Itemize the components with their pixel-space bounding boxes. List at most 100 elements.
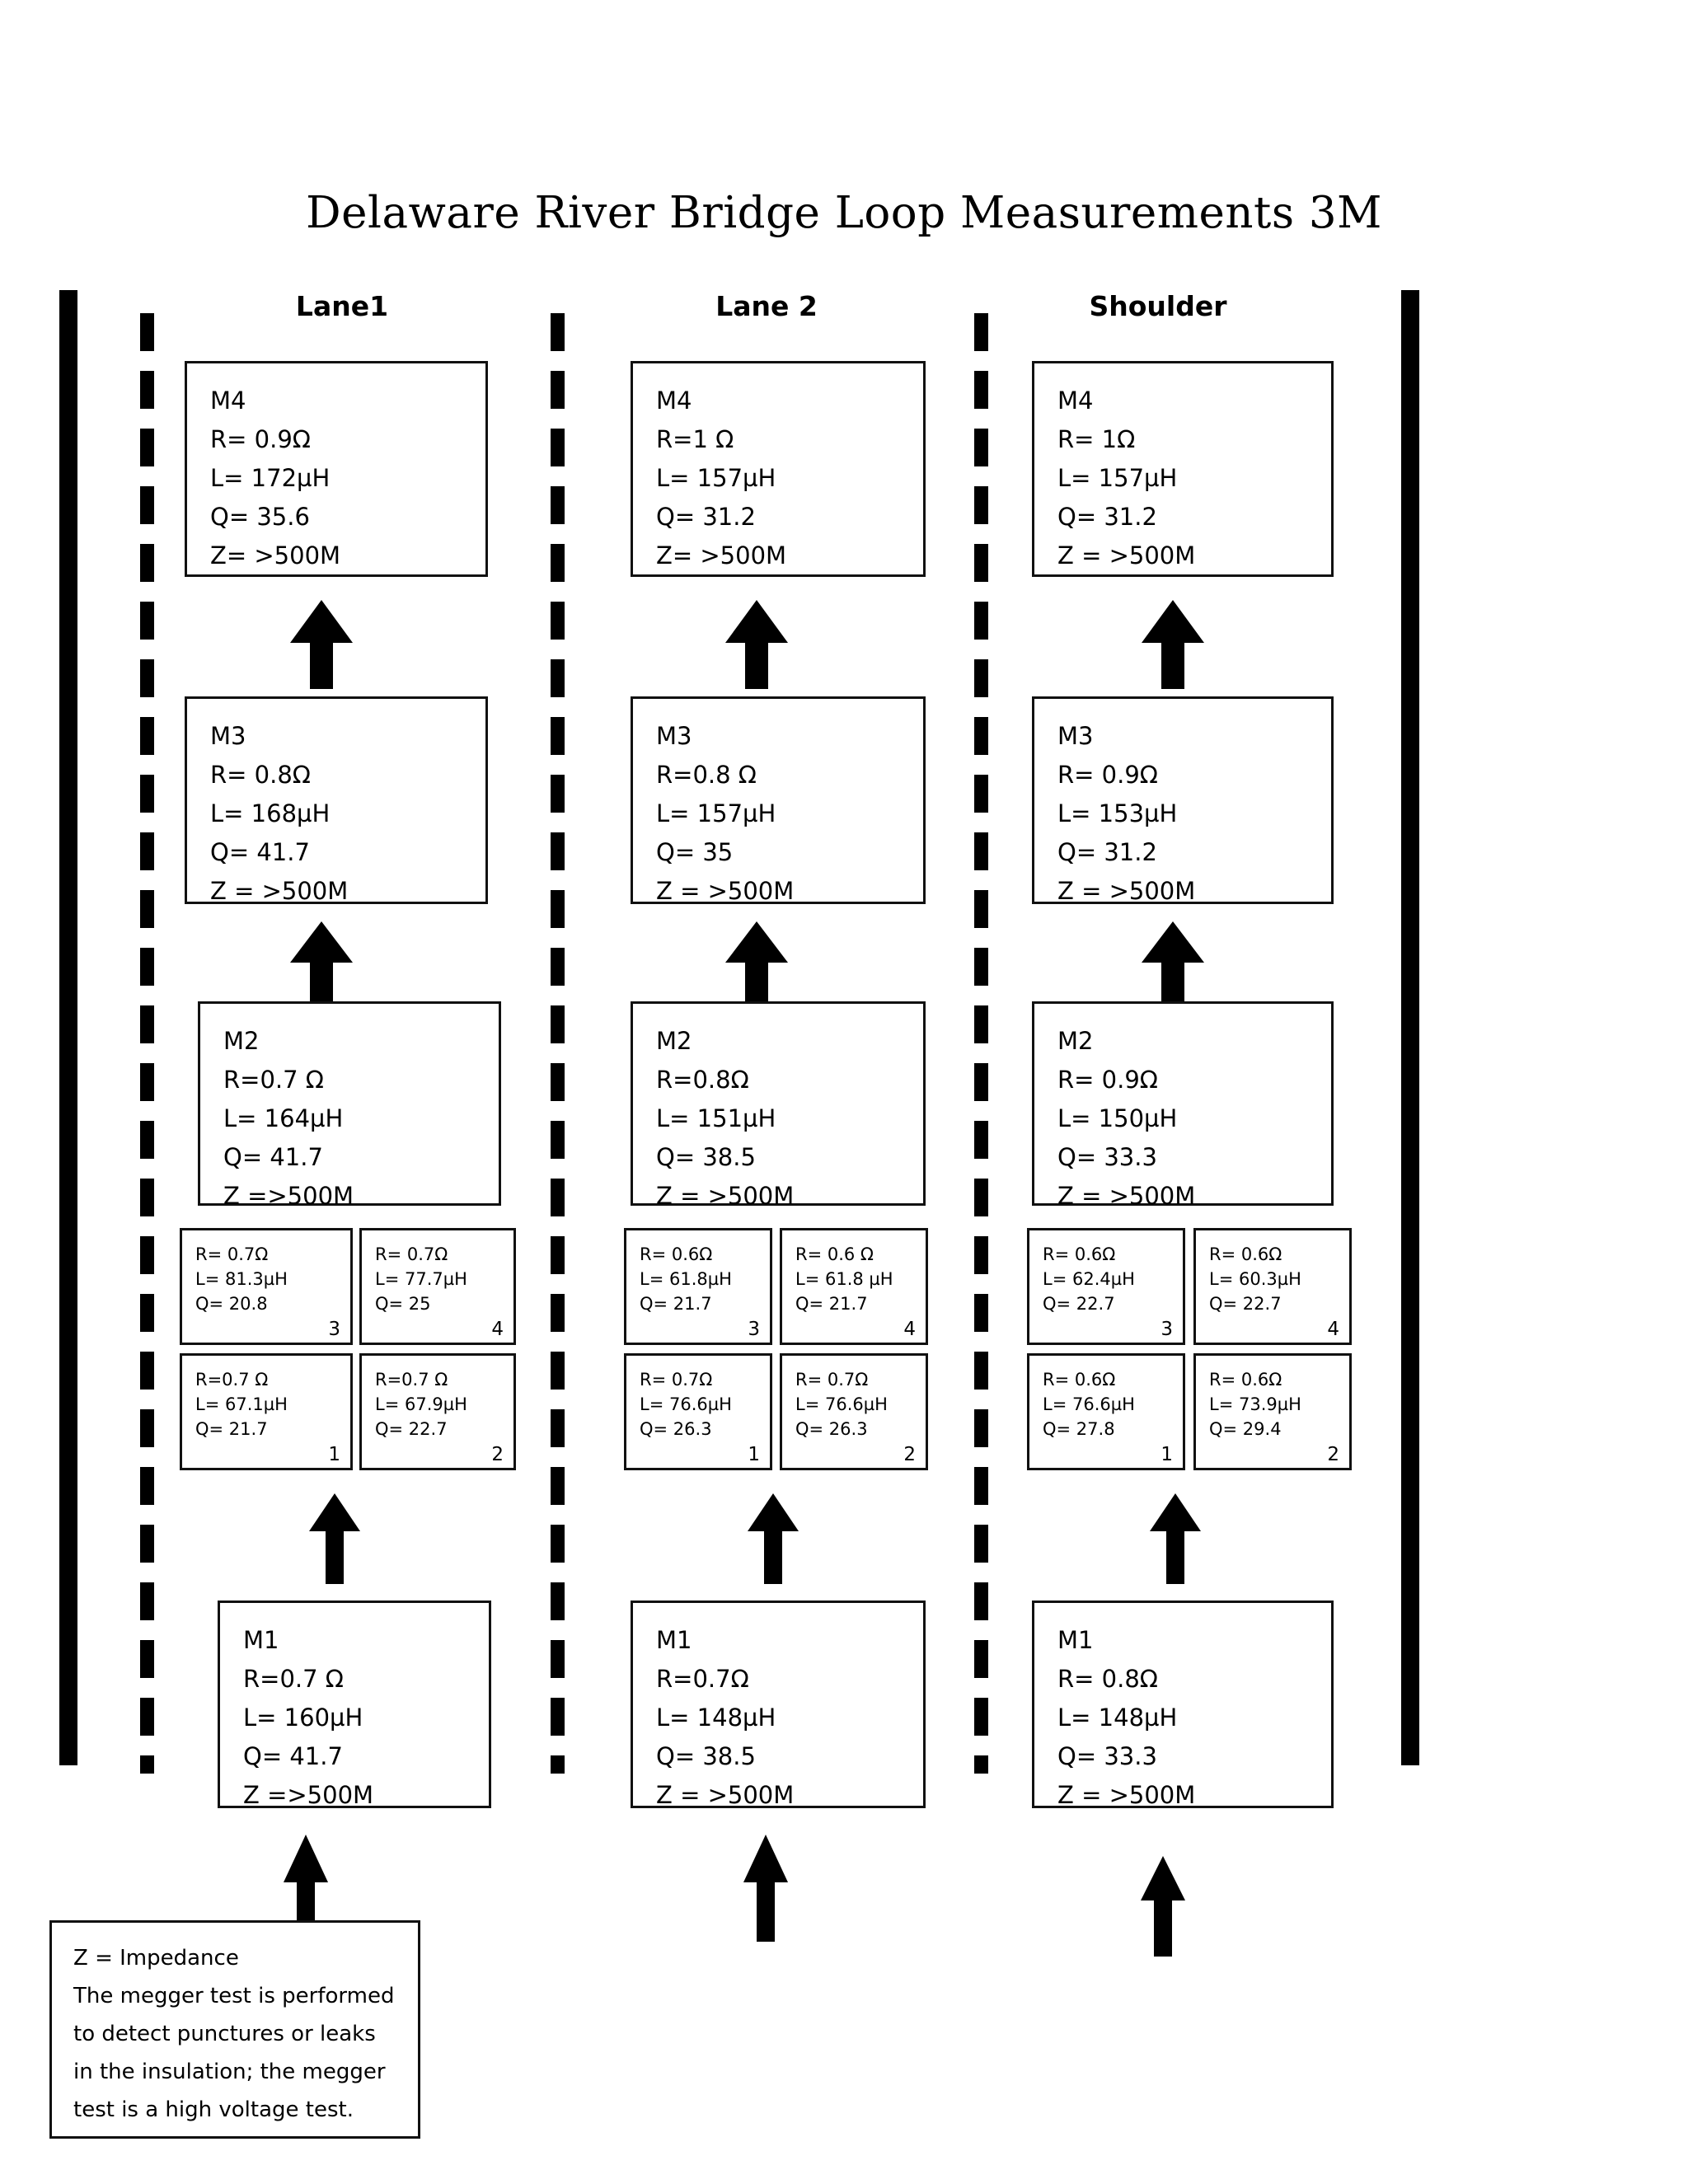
measurement-box-shoulder-m2[interactable]: M2 R= 0.9Ω L= 150µH Q= 33.3 Z = >500M: [1032, 1001, 1334, 1210]
flow-arrow-lane1-m2-to-m3: [290, 921, 353, 1005]
inductance-value: L= 160µH: [243, 1704, 363, 1732]
inductance-value: L= 76.6µH: [1043, 1394, 1135, 1414]
impedance-value: Z = >500M: [1057, 1781, 1196, 1809]
resistance-value: R= 0.7Ω: [375, 1244, 448, 1264]
inductance-value: L= 62.4µH: [1043, 1269, 1135, 1289]
q-factor-value: Q= 29.4: [1209, 1419, 1282, 1439]
inductance-value: L= 153µH: [1057, 799, 1178, 827]
impedance-value: Z = >500M: [210, 877, 349, 905]
inductance-value: L= 76.6µH: [640, 1394, 732, 1414]
impedance-value: Z = >500M: [656, 1182, 795, 1210]
quadrant-number: 4: [491, 1319, 504, 1340]
box-label: M2: [656, 1027, 692, 1055]
measurement-box-lane1-m2[interactable]: M2 R=0.7 Ω L= 164µH Q= 41.7 Z =>500M: [198, 1001, 501, 1210]
q-factor-value: Q= 31.2: [1057, 838, 1157, 866]
lane-divider-3: [974, 313, 988, 1774]
measurement-box-lane1-m4[interactable]: M4 R= 0.9Ω L= 172µH Q= 35.6 Z= >500M: [185, 361, 488, 577]
quadrant-number: 1: [748, 1444, 760, 1465]
loop-quadrant-shoulder-4[interactable]: R= 0.6Ω L= 60.3µH Q= 22.7 4: [1193, 1228, 1352, 1345]
flow-arrow-shoulder-m2-to-m3: [1142, 921, 1204, 1005]
loop-quadrant-lane2-1[interactable]: R= 0.7Ω L= 76.6µH Q= 26.3 1: [624, 1353, 772, 1470]
loop-quadrant-shoulder-1[interactable]: R= 0.6Ω L= 76.6µH Q= 27.8 1: [1027, 1353, 1185, 1470]
quadrant-number: 2: [1327, 1444, 1339, 1465]
inbound-arrow-lane1: [280, 1835, 331, 1942]
q-factor-value: Q= 41.7: [210, 838, 310, 866]
legend-line-3: to detect punctures or leaks: [73, 2022, 376, 2046]
impedance-value: Z = >500M: [1057, 541, 1196, 569]
measurement-box-lane2-m2[interactable]: M2 R=0.8Ω L= 151µH Q= 38.5 Z = >500M: [631, 1001, 926, 1210]
resistance-value: R=0.8Ω: [656, 1066, 749, 1094]
loop-quadrant-lane2-3[interactable]: R= 0.6Ω L= 61.8µH Q= 21.7 3: [624, 1228, 772, 1345]
impedance-value: Z= >500M: [656, 541, 787, 569]
box-label: M1: [1057, 1626, 1094, 1654]
q-factor-value: Q= 31.2: [656, 503, 756, 531]
inductance-value: L= 61.8µH: [640, 1269, 732, 1289]
inductance-value: L= 77.7µH: [375, 1269, 467, 1289]
resistance-value: R= 0.7Ω: [195, 1244, 269, 1264]
legend-line-2: The megger test is performed: [73, 1984, 395, 2008]
q-factor-value: Q= 22.7: [375, 1419, 448, 1439]
inbound-arrow-shoulder: [1137, 1856, 1189, 1957]
measurement-box-shoulder-m4[interactable]: M4 R= 1Ω L= 157µH Q= 31.2 Z = >500M: [1032, 361, 1334, 577]
loop-quadrant-lane2-4[interactable]: R= 0.6 Ω L= 61.8 µH Q= 21.7 4: [780, 1228, 928, 1345]
inductance-value: L= 148µH: [1057, 1704, 1178, 1732]
q-factor-value: Q= 35.6: [210, 503, 310, 531]
quadrant-number: 3: [328, 1319, 340, 1340]
inductance-value: L= 164µH: [223, 1104, 344, 1132]
column-header-shoulder: Shoulder: [1089, 290, 1227, 322]
measurement-box-lane2-m3[interactable]: M3 R=0.8 Ω L= 157µH Q= 35 Z = >500M: [631, 696, 926, 905]
measurement-box-lane2-m1[interactable]: M1 R=0.7Ω L= 148µH Q= 38.5 Z = >500M: [631, 1601, 926, 1809]
q-factor-value: Q= 33.3: [1057, 1143, 1157, 1171]
loop-quadrant-shoulder-2[interactable]: R= 0.6Ω L= 73.9µH Q= 29.4 2: [1193, 1353, 1352, 1470]
q-factor-value: Q= 33.3: [1057, 1742, 1157, 1770]
quadrant-number: 2: [491, 1444, 504, 1465]
resistance-value: R=0.7 Ω: [243, 1665, 344, 1693]
q-factor-value: Q= 22.7: [1209, 1294, 1282, 1314]
quadrant-number: 1: [1160, 1444, 1173, 1465]
measurement-box-shoulder-m1[interactable]: M1 R= 0.8Ω L= 148µH Q= 33.3 Z = >500M: [1032, 1601, 1334, 1809]
box-label: M1: [656, 1626, 692, 1654]
resistance-value: R= 0.8Ω: [210, 761, 311, 789]
legend-box: Z = Impedance The megger test is perform…: [49, 1920, 420, 2139]
resistance-value: R= 0.9Ω: [210, 425, 311, 453]
loop-quadrant-lane1-2[interactable]: R=0.7 Ω L= 67.9µH Q= 22.7 2: [359, 1353, 516, 1470]
inductance-value: L= 157µH: [1057, 464, 1178, 492]
resistance-value: R=0.7 Ω: [375, 1370, 448, 1390]
resistance-value: R= 0.7Ω: [640, 1370, 713, 1390]
resistance-value: R= 0.6Ω: [1043, 1370, 1116, 1390]
q-factor-value: Q= 26.3: [795, 1419, 868, 1439]
resistance-value: R= 0.6Ω: [1209, 1370, 1282, 1390]
inductance-value: L= 73.9µH: [1209, 1394, 1301, 1414]
measurement-box-lane1-m3[interactable]: M3 R= 0.8Ω L= 168µH Q= 41.7 Z = >500M: [185, 696, 488, 905]
impedance-value: Z = >500M: [1057, 877, 1196, 905]
box-label: M3: [1057, 722, 1094, 750]
q-factor-value: Q= 35: [656, 838, 734, 866]
loop-quadrant-shoulder-3[interactable]: R= 0.6Ω L= 62.4µH Q= 22.7 3: [1027, 1228, 1185, 1345]
box-label: M4: [1057, 387, 1094, 415]
page-title: Delaware River Bridge Loop Measurements …: [306, 188, 1382, 238]
resistance-value: R=0.7 Ω: [223, 1066, 324, 1094]
measurement-box-shoulder-m3[interactable]: M3 R= 0.9Ω L= 153µH Q= 31.2 Z = >500M: [1032, 696, 1334, 905]
resistance-value: R= 0.6Ω: [1043, 1244, 1116, 1264]
inductance-value: L= 172µH: [210, 464, 331, 492]
inductance-value: L= 60.3µH: [1209, 1269, 1301, 1289]
resistance-value: R= 1Ω: [1057, 425, 1136, 453]
loop-quadrant-lane1-4[interactable]: R= 0.7Ω L= 77.7µH Q= 25 4: [359, 1228, 516, 1345]
q-factor-value: Q= 26.3: [640, 1419, 712, 1439]
box-label: M4: [210, 387, 246, 415]
loop-quadrant-lane2-2[interactable]: R= 0.7Ω L= 76.6µH Q= 26.3 2: [780, 1353, 928, 1470]
flow-arrow-shoulder-m3-to-m4: [1142, 600, 1204, 689]
measurement-box-lane1-m1[interactable]: M1 R=0.7 Ω L= 160µH Q= 41.7 Z =>500M: [218, 1601, 491, 1809]
loop-quadrant-lane1-1[interactable]: R=0.7 Ω L= 67.1µH Q= 21.7 1: [180, 1353, 353, 1470]
q-factor-value: Q= 21.7: [795, 1294, 868, 1314]
flow-arrow-lane2-m2-to-m3: [725, 921, 788, 1005]
measurement-box-lane2-m4[interactable]: M4 R=1 Ω L= 157µH Q= 31.2 Z= >500M: [631, 361, 926, 577]
quadrant-number: 1: [328, 1444, 340, 1465]
resistance-value: R= 0.8Ω: [1057, 1665, 1158, 1693]
resistance-value: R= 0.9Ω: [1057, 761, 1158, 789]
q-factor-value: Q= 25: [375, 1294, 431, 1314]
inductance-value: L= 148µH: [656, 1704, 776, 1732]
loop-quadrant-lane1-3[interactable]: R= 0.7Ω L= 81.3µH Q= 20.8 3: [180, 1228, 353, 1345]
impedance-value: Z= >500M: [210, 541, 341, 569]
inductance-value: L= 61.8 µH: [795, 1269, 893, 1289]
